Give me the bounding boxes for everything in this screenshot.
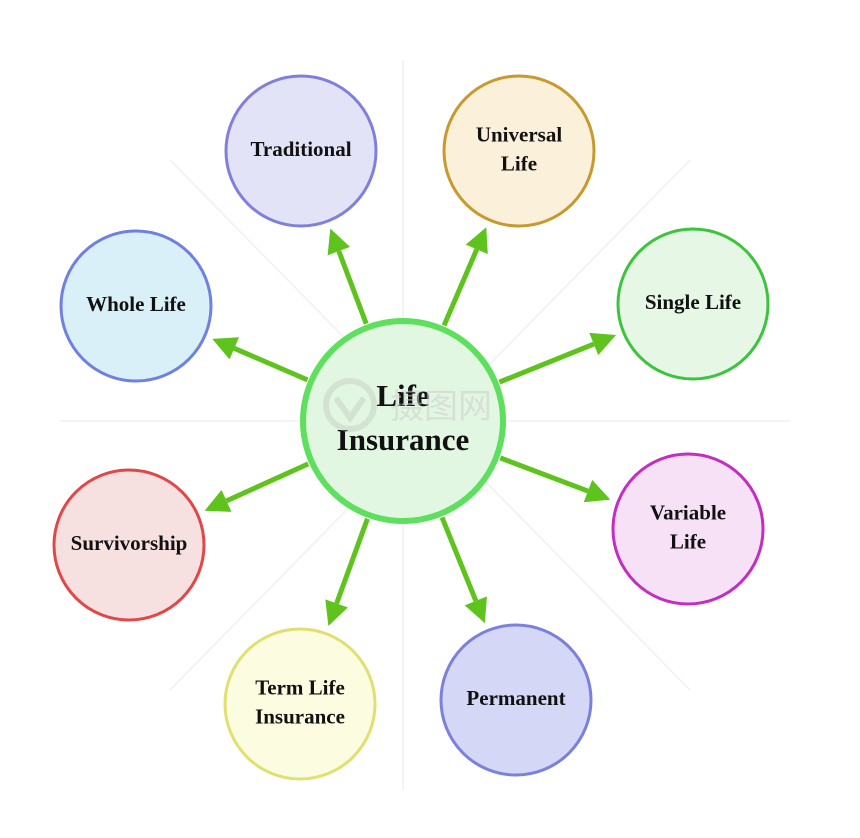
arrow-shaft: [441, 248, 480, 327]
arrow-shaft: [439, 516, 479, 602]
arrow-shaft: [336, 250, 369, 325]
node-label: Life: [501, 151, 537, 175]
node-circle: [223, 627, 377, 781]
arrow-to-permanent: [439, 516, 487, 624]
arrow-to-whole-life: [212, 337, 309, 383]
arrow-head: [583, 479, 611, 503]
arrow-to-term-life-insurance: [325, 517, 370, 627]
node-circle: [59, 229, 213, 383]
node-label: Insurance: [255, 704, 345, 728]
arrow-shaft: [233, 346, 309, 383]
node-label: Permanent: [466, 686, 565, 710]
node-survivorship: Survivorship: [52, 468, 206, 622]
arrow-to-single-life: [498, 332, 617, 385]
node-label: Traditional: [250, 137, 351, 161]
node-circle: [224, 74, 378, 228]
arrow-shaft: [499, 455, 589, 494]
center-label: Insurance: [337, 422, 470, 457]
watermark-logo-icon: [323, 378, 377, 432]
node-circle: [442, 74, 596, 228]
node-traditional: Traditional: [224, 74, 378, 228]
node-single-life: Single Life: [616, 227, 770, 381]
arrow-shaft: [334, 517, 370, 605]
arrow-head: [464, 596, 487, 624]
arrows: [204, 227, 617, 627]
node-label: Life: [670, 529, 706, 553]
arrow-head: [325, 599, 348, 627]
arrow-shaft: [498, 341, 595, 385]
watermark-text: 摄图网: [390, 387, 492, 427]
arrow-head: [204, 489, 232, 512]
node-circle: [611, 452, 765, 606]
node-whole-life: Whole Life: [59, 229, 213, 383]
node-label: Whole Life: [86, 292, 186, 316]
arrow-to-traditional: [327, 228, 369, 325]
arrow-head: [589, 332, 617, 356]
arrow-head: [465, 227, 488, 255]
node-circle: [439, 623, 593, 777]
node-permanent: Permanent: [439, 623, 593, 777]
node-circle: [616, 227, 770, 381]
arrow-to-universal-life: [441, 227, 488, 327]
watermark: 摄图网: [323, 378, 492, 432]
arrow-to-variable-life: [499, 455, 611, 503]
watermark-logo: [323, 378, 377, 432]
arrow-to-survivorship: [204, 461, 310, 512]
node-label: Single Life: [645, 290, 741, 314]
watermark-logo-mark: [333, 396, 367, 424]
arrow-shaft: [225, 461, 310, 504]
node-label: Term Life: [255, 675, 345, 699]
arrow-head: [212, 337, 240, 360]
node-label: Survivorship: [71, 531, 188, 555]
arrow-head: [327, 228, 351, 256]
node-label: Variable: [650, 500, 726, 524]
node-label: Universal: [476, 122, 562, 146]
center-circle: [300, 318, 506, 524]
node-circle: [52, 468, 206, 622]
center-label: Life: [376, 378, 429, 413]
